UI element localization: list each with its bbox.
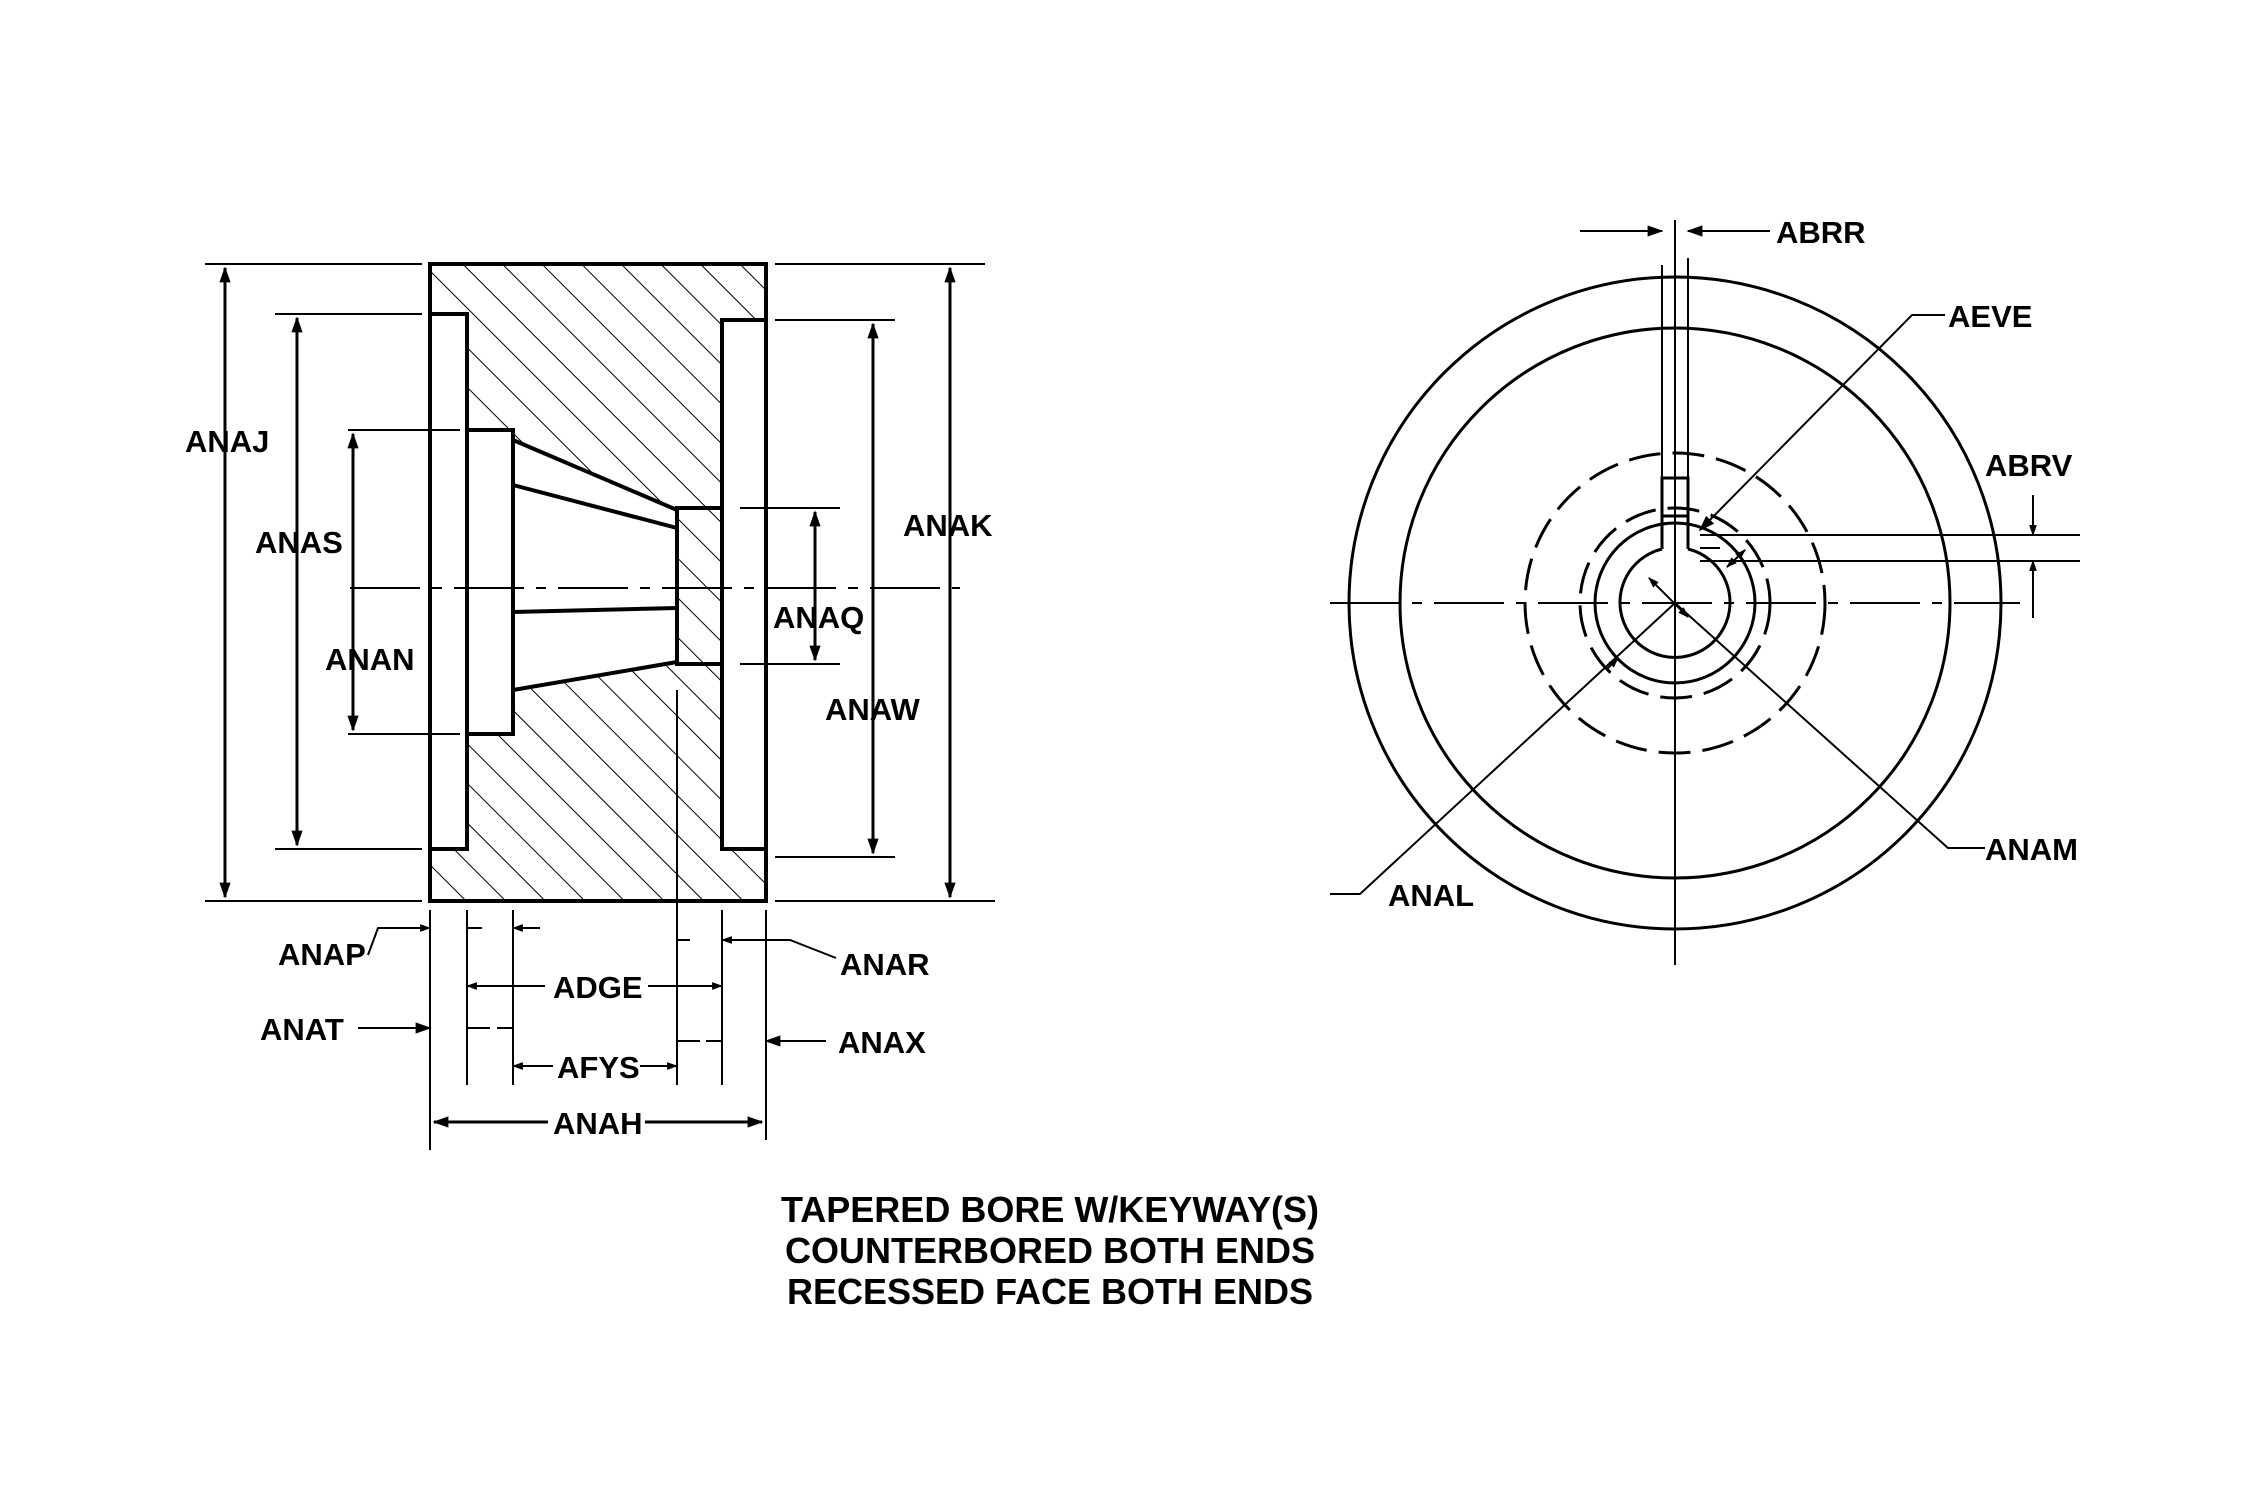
label-anas: ANAS bbox=[255, 525, 343, 560]
taper-bottom bbox=[512, 660, 678, 692]
right-counterbore bbox=[675, 506, 722, 666]
section-view bbox=[205, 262, 995, 1150]
label-anax: ANAX bbox=[838, 1025, 926, 1060]
label-anap: ANAP bbox=[278, 937, 366, 972]
label-adge: ADGE bbox=[553, 970, 643, 1005]
left-recess bbox=[430, 312, 469, 851]
label-anal: ANAL bbox=[1388, 878, 1474, 913]
label-anat: ANAT bbox=[260, 1012, 344, 1047]
label-afys: AFYS bbox=[557, 1050, 640, 1085]
keyway-line bbox=[512, 483, 678, 530]
bore-line bbox=[512, 606, 678, 614]
section-hatch bbox=[430, 264, 766, 901]
label-anak: ANAK bbox=[903, 508, 993, 543]
right-recess bbox=[720, 318, 766, 851]
caption-line-2: COUNTERBORED BOTH ENDS bbox=[785, 1230, 1315, 1271]
label-abrr: ABRR bbox=[1776, 215, 1866, 250]
end-view bbox=[1330, 220, 2080, 965]
label-anar: ANAR bbox=[840, 947, 930, 982]
hub-outline bbox=[428, 262, 768, 903]
label-abrv: ABRV bbox=[1985, 448, 2073, 483]
left-counterbore bbox=[467, 428, 515, 736]
label-aeve: AEVE bbox=[1948, 299, 2032, 334]
caption-line-1: TAPERED BORE W/KEYWAY(S) bbox=[781, 1189, 1319, 1230]
label-anaw: ANAW bbox=[825, 692, 920, 727]
label-anan: ANAN bbox=[325, 642, 415, 677]
caption: TAPERED BORE W/KEYWAY(S) COUNTERBORED BO… bbox=[781, 1189, 1319, 1312]
label-anah: ANAH bbox=[553, 1106, 643, 1141]
label-anam: ANAM bbox=[1985, 832, 2078, 867]
label-anaj: ANAJ bbox=[185, 424, 269, 459]
caption-line-3: RECESSED FACE BOTH ENDS bbox=[787, 1271, 1313, 1312]
label-anaq: ANAQ bbox=[773, 600, 864, 635]
taper-top bbox=[512, 438, 678, 512]
